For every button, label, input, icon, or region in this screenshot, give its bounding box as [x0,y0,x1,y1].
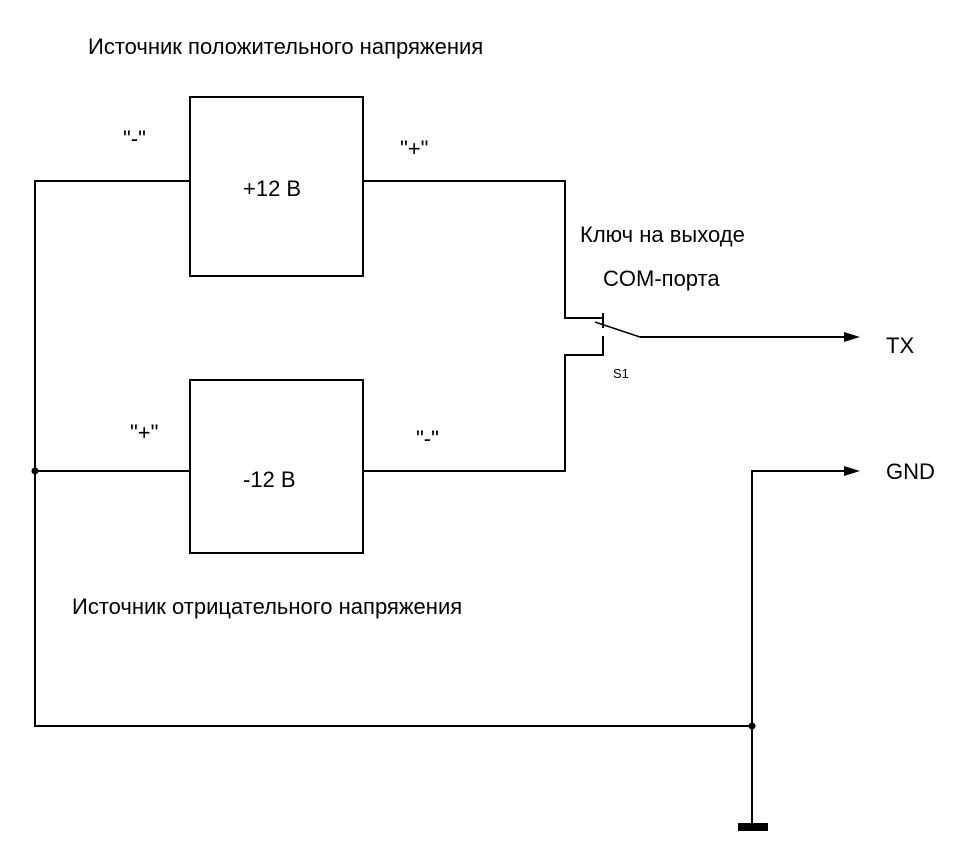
top-right-polarity: "+" [400,136,429,161]
bottom-right-polarity: "-" [416,426,439,451]
gnd-label: GND [886,459,935,484]
wire-gnd [751,470,846,824]
positive-source-box [189,96,364,277]
top-left-polarity: "-" [123,126,146,151]
tx-arrow-icon [844,332,860,342]
switch-title-line2: COM-порта [603,266,720,291]
wire-top-left [34,180,752,727]
switch-ref-label: S1 [613,366,629,381]
bottom-left-polarity: "+" [130,420,159,445]
negative-source-box [189,379,364,554]
ground-symbol-icon [738,823,768,831]
positive-source-label: Источник положительного напряжения [88,34,484,59]
switch-blade [594,321,641,338]
negative-box-label: -12 В [243,467,296,492]
negative-source-label: Источник отрицательного напряжения [72,594,463,619]
junction-dot-left [31,467,39,475]
positive-box-label: +12 В [243,176,302,201]
gnd-arrow-icon [844,466,860,476]
wire-top-right [363,180,603,319]
junction-dot-bottom [748,722,756,730]
switch-title-line1: Ключ на выходе [580,222,745,247]
wire-bottom-right [363,336,604,472]
tx-label: TX [886,333,915,358]
